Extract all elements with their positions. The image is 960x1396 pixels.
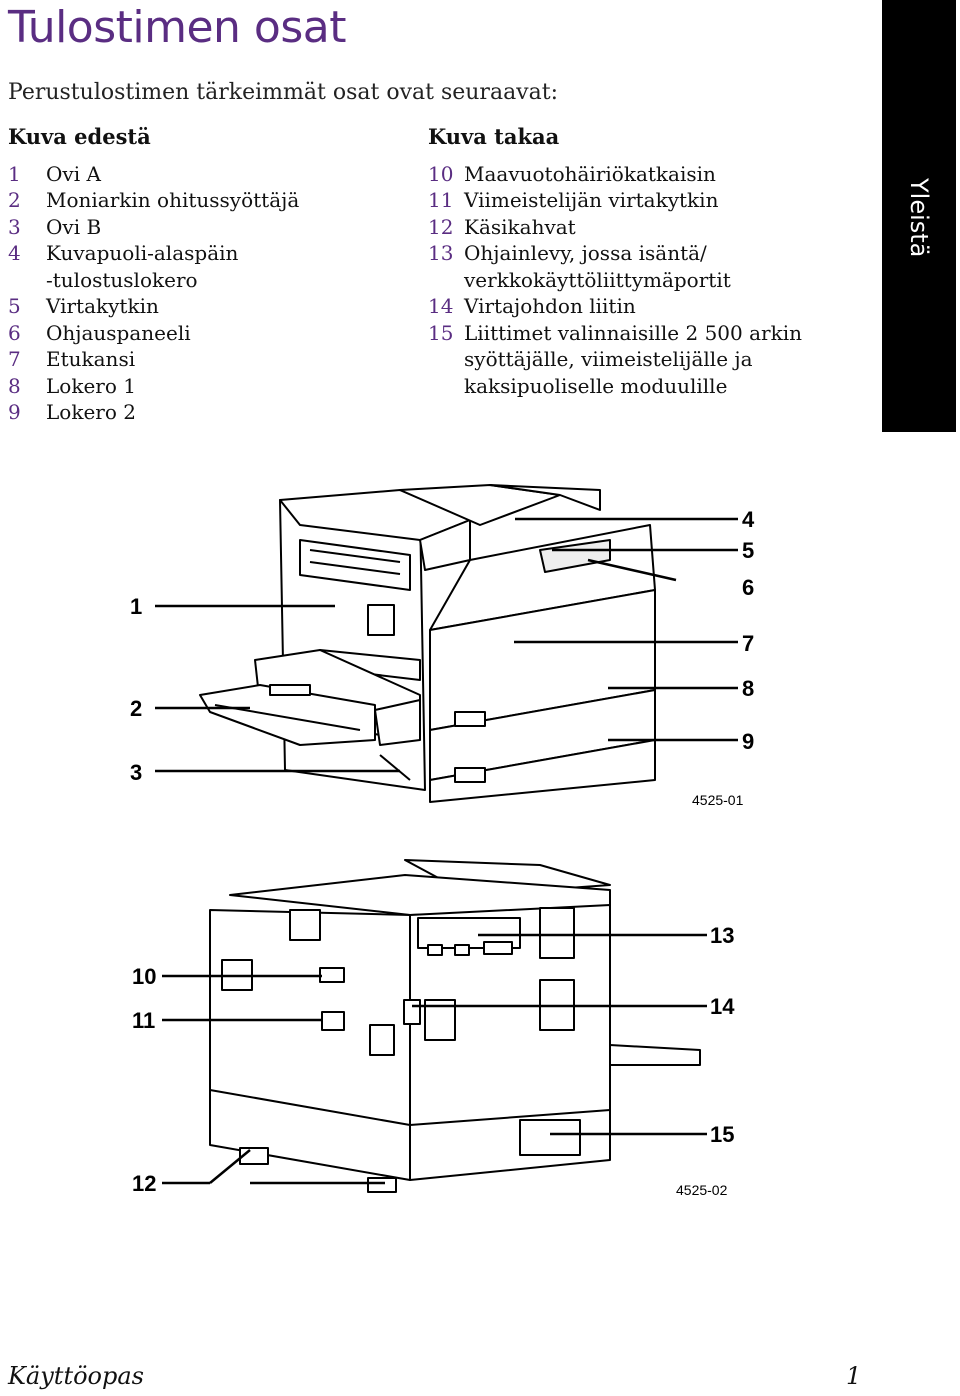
- front-view-list: Kuva edestä 1 Ovi A 2 Moniarkin ohitussyöt…: [8, 124, 299, 426]
- item-number: 11: [428, 188, 454, 212]
- figure-id: 4525-02: [676, 1182, 728, 1198]
- footer-manual-title: Käyttöopas: [8, 1362, 144, 1390]
- list-item: 5 Virtakytkin: [8, 293, 299, 320]
- item-label: Liittimet valinnaisille 2 500 arkin syöt…: [464, 320, 802, 398]
- front-leader-lines: [155, 517, 738, 773]
- callout-14: 14: [710, 994, 735, 1019]
- item-number: 8: [8, 373, 21, 398]
- list-item: 1 Ovi A: [8, 161, 299, 188]
- item-label: Ovi B: [46, 214, 102, 239]
- item-label: Virtakytkin: [46, 294, 159, 318]
- page-number: 1: [846, 1362, 862, 1390]
- list-item: 9 Lokero 2: [8, 399, 299, 426]
- item-label: Ohjauspaneeli: [46, 320, 191, 345]
- item-number: 3: [8, 214, 21, 239]
- list-item: 3 Ovi B: [8, 214, 299, 241]
- callout-7: 7: [742, 631, 754, 656]
- section-tab: Yleistä: [882, 0, 956, 432]
- item-label: Käsikahvat: [464, 214, 576, 239]
- list-item: 15 Liittimet valinnaisille 2 500 arkin sy…: [428, 320, 802, 400]
- rear-leader-lines: [162, 933, 707, 1185]
- section-tab-label: Yleistä: [905, 178, 933, 258]
- list-item: 10 Maavuotohäiriökatkaisin: [428, 161, 802, 188]
- callout-4: 4: [742, 507, 755, 532]
- list-item: 8 Lokero 1: [8, 373, 299, 400]
- item-number: 15: [428, 320, 454, 345]
- item-label: Etukansi: [46, 347, 136, 371]
- callout-3: 3: [130, 760, 142, 785]
- item-number: 5: [8, 294, 21, 318]
- item-label: Viimeistelijän virtakytkin: [464, 188, 719, 212]
- front-view-heading: Kuva edestä: [8, 124, 151, 149]
- list-item: 12 Käsikahvat: [428, 214, 802, 241]
- item-label: Maavuotohäiriökatkaisin: [464, 161, 716, 186]
- item-number: 10: [428, 161, 454, 186]
- callout-12: 12: [132, 1171, 156, 1196]
- callout-5: 5: [742, 538, 754, 563]
- item-label: Ovi A: [46, 161, 101, 186]
- item-label: Moniarkin ohitussyöttäjä: [46, 188, 300, 212]
- callout-11: 11: [132, 1008, 155, 1033]
- item-number: 2: [8, 188, 21, 212]
- callout-13: 13: [710, 923, 734, 948]
- item-label: Kuvapuoli-alaspäin -tulostuslokero: [46, 241, 239, 292]
- callout-6: 6: [742, 575, 754, 600]
- callout-1: 1: [130, 594, 142, 619]
- item-number: 13: [428, 241, 454, 265]
- list-item: 13 Ohjainlevy, jossa isäntä/ verkkokäyttö…: [428, 240, 802, 293]
- page-title: Tulostimen osat: [8, 2, 347, 53]
- printer-front-illustration: [199, 484, 656, 803]
- item-number: 14: [428, 294, 454, 318]
- list-item: 6 Ohjauspaneeli: [8, 320, 299, 347]
- front-view-diagram: 1 2 3 4 5 6 7 8 9 4525-01: [130, 484, 755, 808]
- item-number: 9: [8, 400, 21, 424]
- callout-15: 15: [710, 1122, 734, 1147]
- item-number: 12: [428, 214, 454, 239]
- list-item: 2 Moniarkin ohitussyöttäjä: [8, 187, 299, 214]
- list-item: 7 Etukansi: [8, 346, 299, 373]
- item-number: 4: [8, 241, 21, 265]
- item-label: Ohjainlevy, jossa isäntä/ verkkokäyttöli…: [464, 241, 731, 292]
- printer-rear-illustration: [209, 859, 701, 1193]
- intro-text: Perustulostimen tärkeimmät osat ovat seu…: [8, 80, 558, 105]
- rear-view-diagram: 10 11 12 13 14 15 4525-02: [132, 859, 735, 1198]
- item-label: Lokero 2: [46, 400, 136, 424]
- item-number: 1: [8, 161, 21, 186]
- callout-10: 10: [132, 964, 156, 989]
- item-label: Virtajohdon liitin: [464, 294, 636, 318]
- callout-8: 8: [742, 676, 754, 701]
- item-label: Lokero 1: [46, 373, 136, 398]
- list-item: 4 Kuvapuoli-alaspäin -tulostuslokero: [8, 240, 299, 293]
- rear-view-heading: Kuva takaa: [428, 124, 560, 149]
- callout-2: 2: [130, 696, 142, 721]
- list-item: 14 Virtajohdon liitin: [428, 293, 802, 320]
- list-item: 11 Viimeistelijän virtakytkin: [428, 187, 802, 214]
- callout-9: 9: [742, 729, 754, 754]
- item-number: 6: [8, 320, 21, 345]
- item-number: 7: [8, 347, 21, 371]
- figure-id: 4525-01: [692, 792, 744, 808]
